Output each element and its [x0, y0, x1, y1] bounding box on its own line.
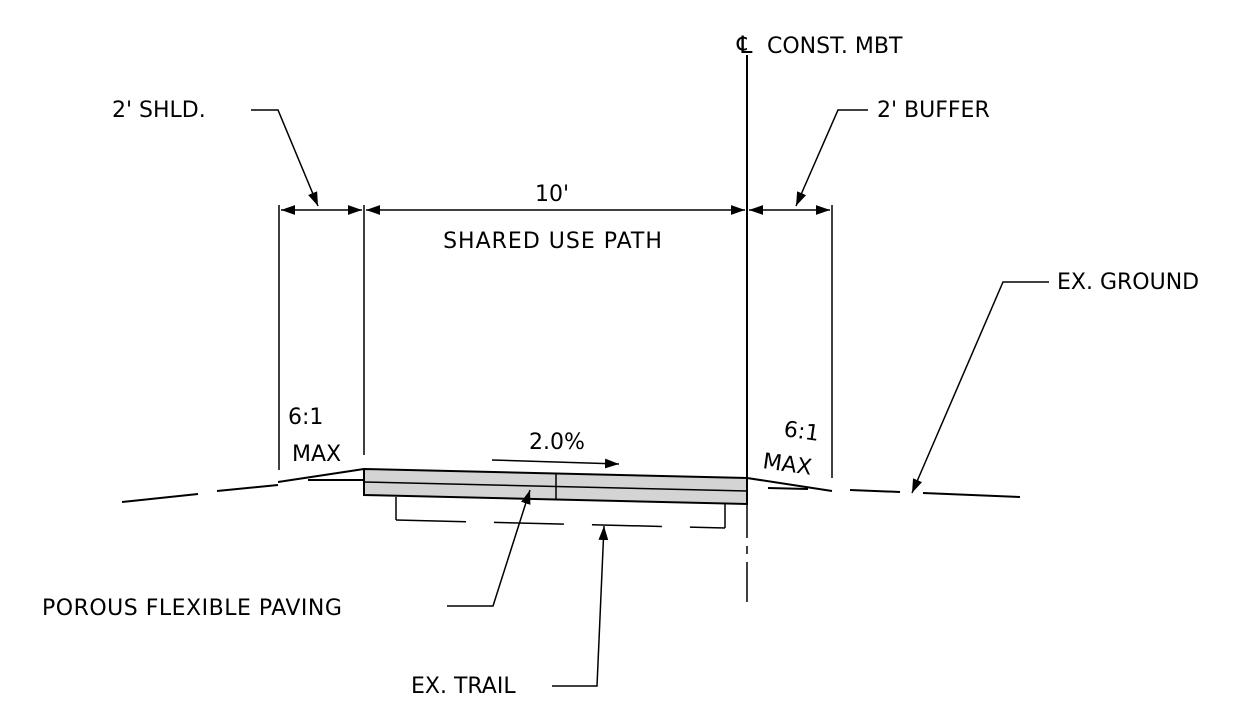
extension-lines	[278, 205, 833, 478]
shoulder-label: 2' SHLD.	[112, 98, 206, 123]
path-name-label: SHARED USE PATH	[443, 229, 663, 254]
cross-slope-label: 2.0%	[529, 430, 585, 455]
ex-trail-label: EX. TRAIL	[411, 674, 516, 699]
paving-leader	[447, 489, 531, 607]
ex-ground-callout: EX. GROUND	[911, 270, 1199, 494]
buffer-leader	[795, 109, 868, 207]
cross-slope-arrow	[491, 458, 620, 469]
ex-ground-label: EX. GROUND	[1057, 270, 1199, 295]
paving-label: POROUS FLEXIBLE PAVING	[42, 596, 342, 621]
buffer-label: 2' BUFFER	[877, 98, 990, 123]
centerline: ℄ CONST. MBT	[736, 31, 903, 602]
slope-left-ratio: 6:1	[288, 405, 323, 430]
paving-callout: POROUS FLEXIBLE PAVING	[42, 489, 531, 621]
paving-section	[363, 467, 748, 506]
buffer-callout: 2' BUFFER	[795, 98, 990, 207]
centerline-symbol: ℄	[736, 31, 753, 59]
side-slopes	[277, 468, 833, 492]
ex-trail-leader	[552, 525, 609, 687]
ex-trail-callout: EX. TRAIL	[411, 525, 609, 699]
existing-trail	[395, 497, 726, 529]
slope-left-max: MAX	[292, 442, 341, 467]
path-width-label: 10'	[535, 182, 569, 207]
centerline-label: CONST. MBT	[767, 34, 903, 59]
ex-ground-leader	[911, 281, 1049, 494]
shoulder-leader	[251, 109, 319, 207]
shoulder-callout: 2' SHLD.	[112, 98, 319, 207]
slope-right-max: MAX	[761, 449, 813, 481]
slope-right-ratio: 6:1	[782, 417, 821, 447]
